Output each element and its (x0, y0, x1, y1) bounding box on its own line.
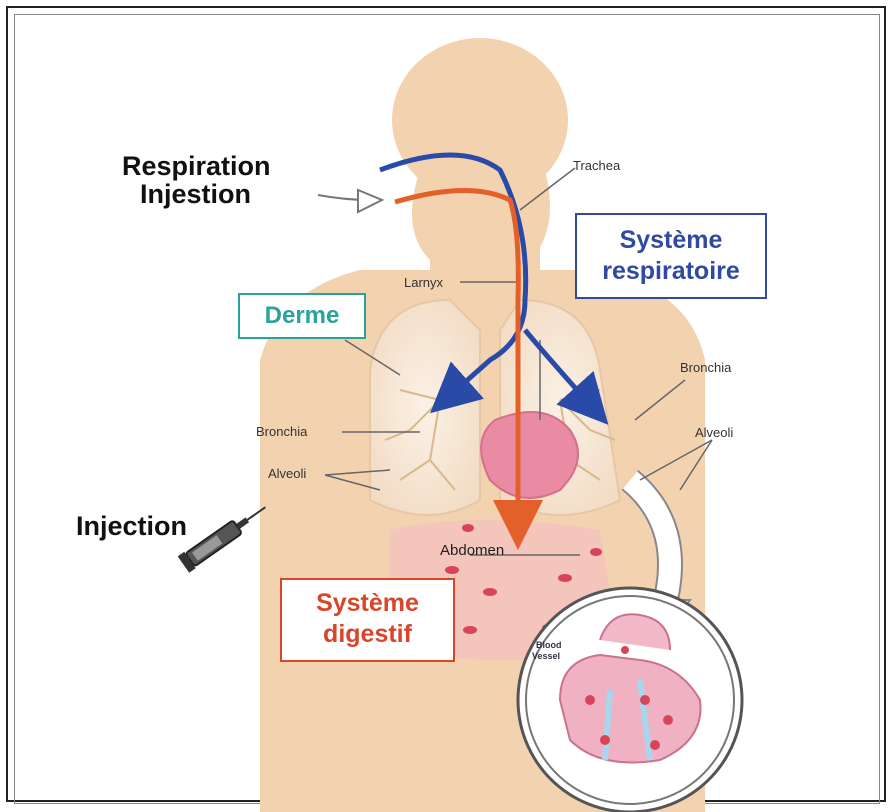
bronchia-left-label: Bronchia (256, 424, 307, 439)
blood-vessel-label-2: Vessel (532, 651, 560, 661)
trachea-label: Trachea (573, 158, 620, 173)
larnyx-label: Larnyx (404, 275, 443, 290)
alveoli-left-label: Alveoli (268, 466, 306, 481)
abdomen-label: Abdomen (440, 542, 504, 559)
digestif-line2: digestif (282, 619, 453, 650)
bronchia-right-label: Bronchia (680, 360, 731, 375)
systeme-respiratoire-box: Système respiratoire (575, 213, 767, 299)
digestif-line1: Système (282, 588, 453, 619)
blood-vessel-label-1: Blood (536, 640, 562, 650)
respiratoire-line2: respiratoire (577, 256, 765, 287)
syringe-icon (178, 499, 271, 573)
systeme-digestif-box: Système digestif (280, 578, 455, 662)
derme-box: Derme (238, 293, 366, 339)
alveoli-right-label: Alveoli (695, 425, 733, 440)
injestion-label: Injestion (140, 180, 251, 208)
derme-text: Derme (265, 302, 340, 329)
injection-label: Injection (76, 512, 187, 540)
respiratoire-line1: Système (577, 225, 765, 256)
heart (481, 412, 578, 498)
alveoli-inset (518, 588, 742, 812)
respiration-label: Respiration (122, 152, 271, 180)
